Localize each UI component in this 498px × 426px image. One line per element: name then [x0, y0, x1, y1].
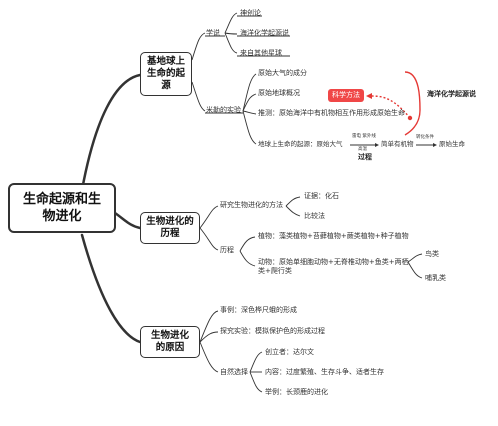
b1-to-hypotheses	[191, 32, 206, 61]
branch-evolution-causes[interactable]: 生物进化的原因	[140, 326, 200, 358]
stage-atmosphere: 地球上生命的起源：原始大气	[258, 140, 343, 148]
experiment-primitive-earth: 原始地球概况	[258, 89, 300, 97]
hypothesis-other-planet: 来自其他星球	[240, 49, 282, 57]
root-to-branch1	[80, 73, 142, 192]
history-plants: 植物：藻类植物+苔藓植物+蕨类植物+种子植物	[258, 232, 409, 240]
animal-mammals: 哺乳类	[425, 274, 446, 282]
root-node[interactable]: 生命起源和生物进化	[8, 183, 116, 233]
selection-example: 举例：长颈鹿的进化	[265, 388, 328, 396]
branch-origin-of-life[interactable]: 基地球上生命的起源	[140, 52, 192, 96]
stage-condition-2: 高温	[358, 147, 367, 152]
stage-simple-organic: 简单有机物	[381, 140, 414, 148]
stage-condition-1: 雷电 紫外线	[352, 134, 376, 139]
hypothesis-ocean-chemistry: 海洋化学起源说	[240, 29, 289, 37]
root-to-branch2	[113, 211, 142, 230]
history-animals-line2: 类+爬行类	[258, 267, 292, 275]
b1-to-experiment	[191, 81, 206, 112]
root-to-branch3	[80, 233, 142, 344]
experiment-label: 米勒的实验	[206, 106, 241, 114]
method-comparison: 比较法	[304, 212, 325, 220]
stage-conversion: 转化条件	[416, 135, 434, 140]
stage-primitive-life: 原始生命	[439, 140, 465, 148]
animal-birds: 鸟类	[425, 250, 439, 258]
branch-history-title: 生物进化的历程	[146, 216, 194, 239]
hypothesis-creationism: 神创论	[240, 9, 261, 17]
methods-label: 研究生物进化的方法	[220, 201, 283, 209]
root-label: 生命起源和生物进化	[22, 192, 101, 224]
branch-causes-title: 生物进化的原因	[150, 330, 189, 353]
method-fossil-evidence: 证据：化石	[304, 192, 339, 200]
causes-example: 事例：深色桦尺蛾的形成	[220, 306, 297, 314]
experiment-primitive-atmosphere: 原始大气的成分	[258, 69, 307, 77]
selection-content: 内容：过度繁殖、生存斗争、适者生存	[265, 368, 384, 376]
branch-evolution-history[interactable]: 生物进化的历程	[140, 212, 200, 244]
natural-selection-label: 自然选择	[220, 368, 248, 376]
annotation-arrows	[366, 71, 421, 136]
selection-founder: 创立者：达尔文	[265, 348, 314, 356]
history-label: 历程	[220, 246, 234, 254]
process-label: 过程	[358, 153, 372, 161]
experiment-inference: 推测：原始海洋中有机物相互作用形成原始生命	[258, 109, 405, 117]
ocean-theory-note: 海洋化学起源说	[427, 90, 476, 98]
causes-experiment: 探究实验：模拟保护色的形成过程	[220, 327, 325, 335]
branch-origin-title: 基地球上生命的起源	[147, 56, 186, 91]
hypotheses-label: 学说	[206, 29, 220, 37]
history-animals-line1: 动物：原始单细胞动物+无脊椎动物+鱼类+两栖	[258, 258, 409, 266]
science-method-tag[interactable]: 科学方法	[328, 89, 364, 102]
